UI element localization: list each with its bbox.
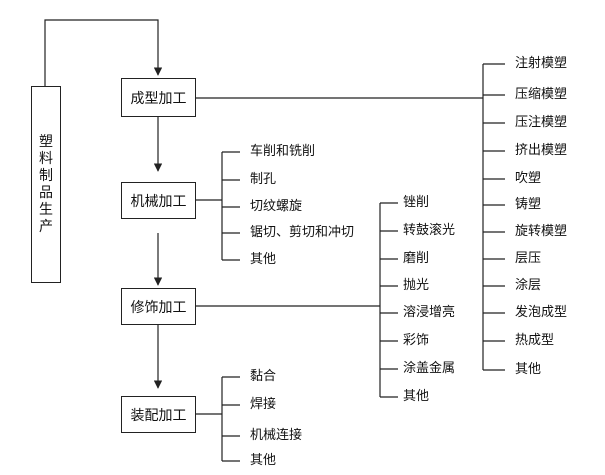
machining-item: 切纹螺旋 — [250, 199, 303, 214]
assembly-item: 焊接 — [250, 397, 277, 412]
assembly-item: 机械连接 — [250, 428, 303, 443]
stage-label: 修饰加工 — [130, 299, 187, 316]
source-label-char: 料 — [39, 150, 53, 167]
finishing-item: 其他 — [403, 389, 430, 404]
source-box: 塑 料 制 品 生 产 — [31, 86, 61, 283]
forming-bracket-ticks — [483, 63, 505, 371]
machining-item: 制孔 — [250, 172, 277, 187]
forming-item: 涂层 — [515, 278, 542, 293]
machining-item: 其他 — [250, 252, 277, 267]
stage-label: 机械加工 — [130, 193, 187, 210]
source-label-char: 塑 — [39, 133, 53, 150]
assembly-item: 黏合 — [250, 369, 277, 384]
forming-item: 挤出模塑 — [515, 143, 568, 158]
stage-box-assembly: 装配加工 — [121, 396, 196, 433]
machining-bracket-ticks — [222, 151, 240, 261]
finishing-item: 磨削 — [403, 251, 430, 266]
stage-label: 装配加工 — [130, 407, 187, 424]
forming-item: 铸塑 — [515, 197, 542, 212]
assembly-item: 其他 — [250, 453, 277, 468]
source-label-char: 制 — [39, 167, 53, 184]
finishing-item: 抛光 — [403, 278, 430, 293]
source-label-char: 产 — [39, 218, 53, 235]
stage-box-machining: 机械加工 — [121, 182, 196, 219]
stage-label: 成型加工 — [130, 90, 187, 107]
stage-box-finishing: 修饰加工 — [121, 288, 196, 325]
assembly-bracket-ticks — [222, 376, 240, 462]
forming-item: 旋转模塑 — [515, 224, 568, 239]
forming-item: 发泡成型 — [515, 305, 568, 320]
finishing-item: 锉削 — [403, 195, 430, 210]
stage-box-forming: 成型加工 — [121, 78, 196, 117]
forming-item: 压缩模塑 — [515, 87, 568, 102]
finishing-item: 溶浸增亮 — [403, 305, 456, 320]
source-label-char: 品 — [39, 184, 53, 201]
forming-item: 吹塑 — [515, 171, 542, 186]
source-label-char: 生 — [39, 201, 53, 218]
forming-item: 注射模塑 — [515, 56, 568, 71]
finishing-item: 涂盖金属 — [403, 361, 456, 376]
source-to-forming-connector — [44, 19, 163, 86]
finishing-item: 转鼓滚光 — [403, 223, 456, 238]
forming-item: 压注模塑 — [515, 115, 568, 130]
machining-item: 锯切、剪切和冲切 — [250, 225, 355, 240]
forming-item: 热成型 — [515, 333, 555, 348]
finishing-item: 彩饰 — [403, 333, 430, 348]
forming-item: 其他 — [515, 362, 542, 377]
forming-item: 层压 — [515, 251, 542, 266]
machining-item: 车削和铣削 — [250, 144, 316, 159]
finishing-bracket-ticks — [380, 202, 398, 398]
